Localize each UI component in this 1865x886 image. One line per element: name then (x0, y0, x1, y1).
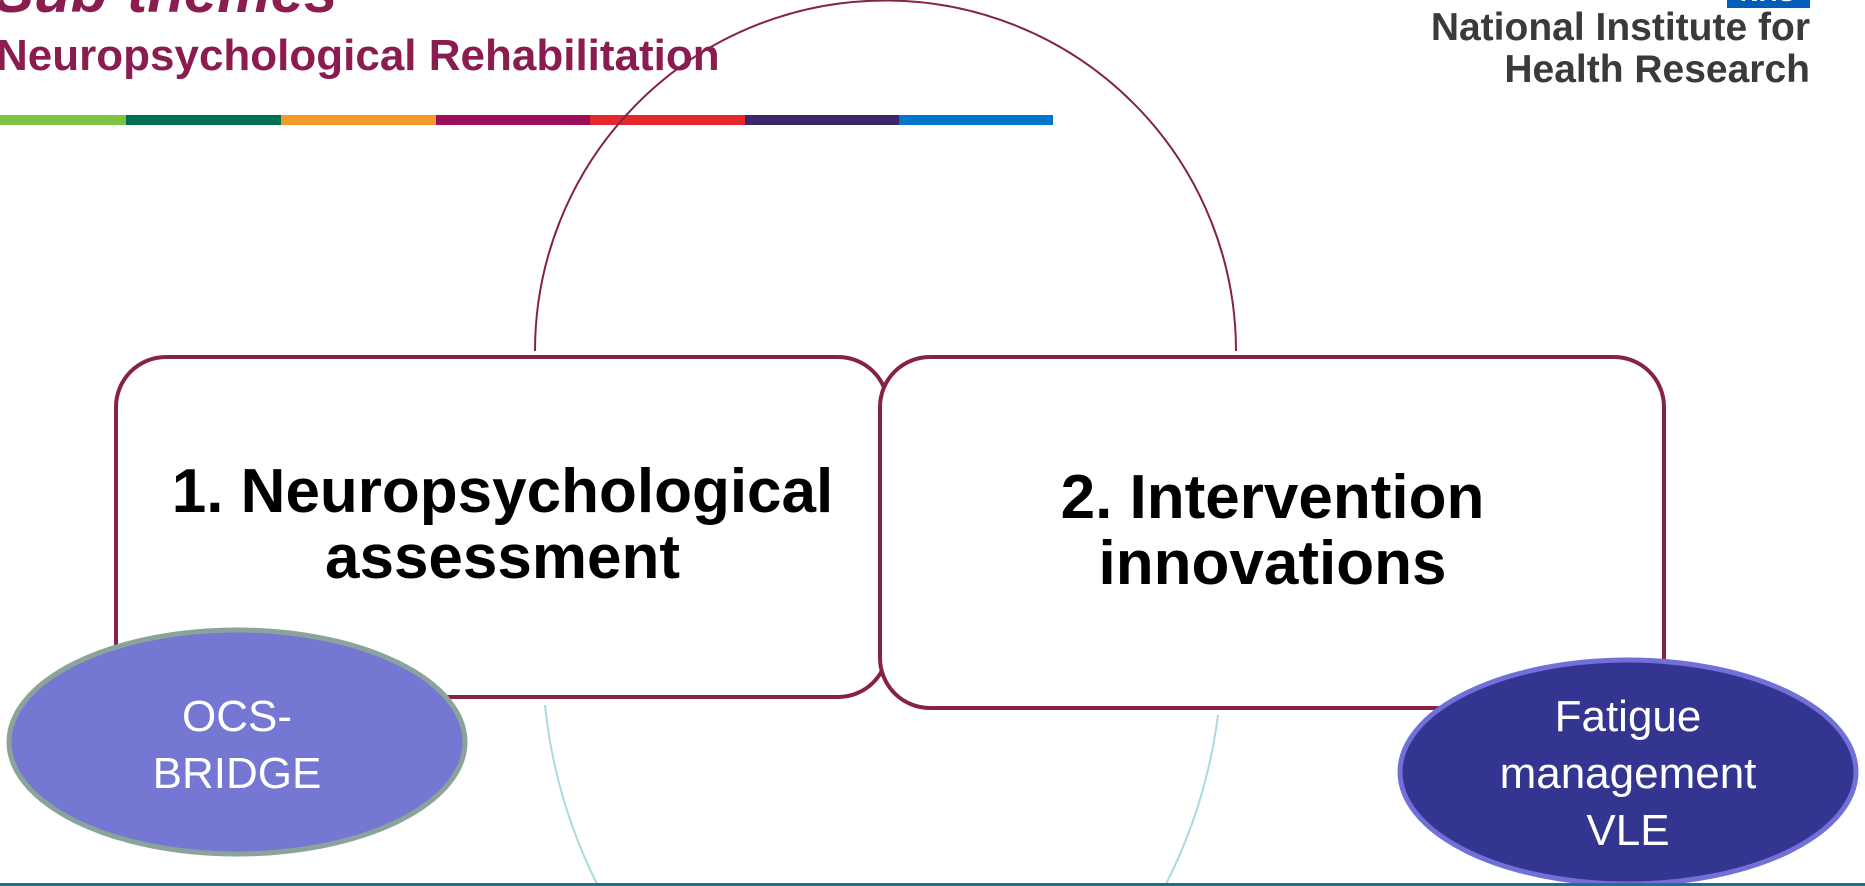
footer-rule (0, 883, 1865, 886)
stripe-red (590, 115, 745, 125)
fatigue-line-3: VLE (1586, 806, 1670, 855)
stripe-dark-green (126, 115, 281, 125)
nihr-logo: NHS National Institute for Health Resear… (1431, 0, 1810, 91)
slide-title: Sub-themes (0, 0, 337, 22)
fatigue-line-1: Fatigue (1554, 692, 1702, 741)
stripe-orange (281, 115, 436, 125)
box-assessment-line-2: assessment (324, 523, 681, 592)
ellipse-fatigue-vle-label: Fatigue management VLE (1448, 688, 1808, 859)
ocs-bridge-line-1: OCS- (182, 692, 292, 741)
box-assessment-label: 1. Neuropsychological assessment (120, 459, 885, 591)
box-assessment-line-1: 1. Neuropsychological (171, 457, 834, 526)
color-stripe (0, 115, 1053, 125)
ellipse-ocs-bridge (6, 627, 468, 857)
stripe-green (0, 115, 126, 125)
logo-line-1: National Institute for (1430, 6, 1810, 49)
nhs-badge: NHS (1727, 0, 1810, 8)
box-intervention-label: 2. Intervention innovations (885, 465, 1660, 597)
cycle-arc-bottom-left (544, 704, 599, 886)
ocs-bridge-line-2: BRIDGE (152, 749, 322, 798)
stripe-blue (899, 115, 1053, 125)
box-intervention-line-1: 2. Intervention (1060, 463, 1485, 532)
ellipse-ocs-bridge-label: OCS- BRIDGE (57, 688, 417, 802)
slide-subtitle: Neuropsychological Rehabilitation (0, 31, 720, 80)
logo-line-2: Health Research (1504, 48, 1810, 91)
cycle-arc-bottom-right (1164, 714, 1219, 886)
nihr-logo-text: National Institute for Health Research (1431, 7, 1810, 91)
fatigue-line-2: management (1499, 749, 1757, 798)
cycle-arc-top (534, 0, 1237, 352)
box-intervention (878, 355, 1666, 710)
stripe-magenta (436, 115, 590, 125)
stripe-purple (745, 115, 899, 125)
box-intervention-line-2: innovations (1098, 529, 1447, 598)
